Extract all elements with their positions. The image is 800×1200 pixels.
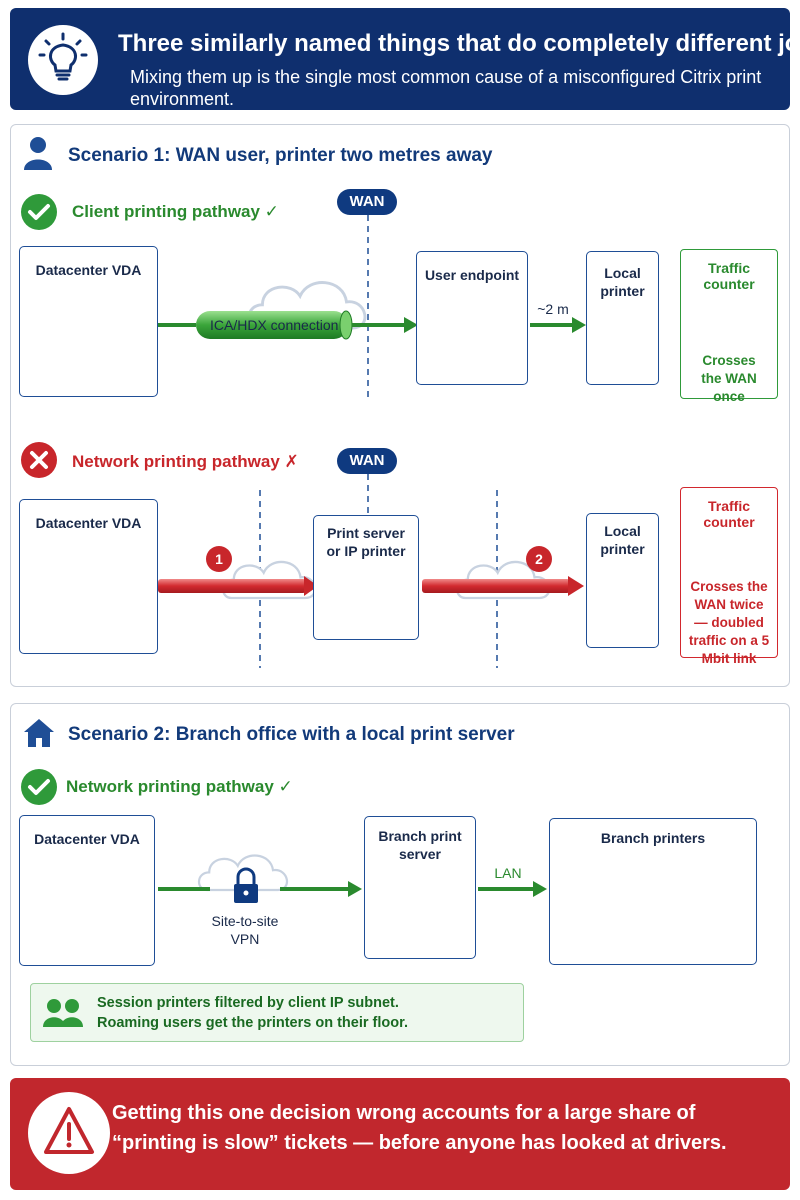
traffic-counter-title: Traffic counter (703, 260, 755, 292)
vpn-label: Site-to-site VPN (211, 913, 279, 947)
scenario1-title: Scenario 1: WAN user, printer two metres… (68, 145, 493, 166)
datacenter-vda-box-2: Datacenter VDA (19, 499, 158, 654)
session-printers-info: Session printers filtered by client IP s… (30, 983, 524, 1042)
header-banner: Three similarly named things that do com… (10, 8, 800, 110)
local-printer-label: Local printer (600, 265, 645, 299)
traffic-counter-desc-2: Crosses the WAN twice — doubled traffic … (688, 579, 770, 666)
branch-printers-box: Branch printers (549, 818, 757, 965)
traffic-counter-bad: Traffic counter Crosses the WAN twice — … (680, 487, 778, 666)
branch-server-label: Branch print server (378, 828, 462, 862)
scenario2-pathway-label: Network printing pathway ✓ (66, 777, 293, 796)
user-icon (24, 136, 52, 170)
ica-hdx-pipe (196, 311, 348, 339)
wan-badge-1: WAN (337, 189, 397, 215)
local-printer-label-2: Local printer (600, 523, 645, 557)
step-badge-2: 2 (526, 546, 552, 572)
lightbulb-icon (28, 25, 98, 95)
traffic-counter-desc: Crosses the WAN once (701, 353, 757, 404)
header-subtitle: Mixing them up is the single most common… (130, 67, 762, 109)
scenario2-title: Scenario 2: Branch office with a local p… (68, 724, 515, 745)
print-server-box: Print server or IP printer (313, 515, 419, 640)
network-pathway-label: Network printing pathway ✗ (72, 452, 299, 471)
lan-label: LAN (494, 865, 522, 881)
x-circle-icon (20, 441, 58, 479)
local-printer-box-2: Local printer (586, 513, 659, 648)
datacenter-vda-box-3: Datacenter VDA (19, 815, 155, 966)
vda-label-2: Datacenter VDA (35, 515, 142, 531)
traffic-counter-ok: Traffic counter Crosses the WAN once (680, 249, 778, 404)
wan-badge-2: WAN (337, 448, 397, 474)
branch-print-server-box: Branch print server (364, 816, 476, 959)
footer-line-1: Getting this one decision wrong accounts… (112, 1102, 696, 1124)
step-badge-1: 1 (206, 546, 232, 572)
user-endpoint-box: User endpoint (416, 251, 528, 385)
endpoint-label: User endpoint (424, 267, 520, 283)
vda-label: Datacenter VDA (35, 262, 142, 278)
distance-label: ~2 m (537, 301, 569, 317)
warning-icon (28, 1092, 110, 1174)
branch-printers-label: Branch printers (600, 830, 706, 846)
client-pathway-label: Client printing pathway ✓ (72, 202, 279, 221)
header-title: Three similarly named things that do com… (118, 30, 800, 57)
vda-label-3: Datacenter VDA (34, 831, 140, 847)
check-circle-icon (20, 193, 58, 231)
check-circle-icon-2 (20, 768, 58, 806)
ica-hdx-label: ICA/HDX connection (210, 317, 339, 333)
print-server-label: Print server or IP printer (326, 525, 406, 559)
users-icon (43, 997, 83, 1029)
local-printer-box: Local printer (586, 251, 659, 385)
padlock-icon (234, 867, 258, 903)
datacenter-vda-box: Datacenter VDA (19, 246, 158, 397)
red-pipe-2 (422, 579, 570, 593)
info-line-1: Session printers filtered by client IP s… (97, 995, 399, 1011)
traffic-counter-title-2: Traffic counter (703, 498, 755, 530)
footer-banner: Getting this one decision wrong accounts… (10, 1078, 790, 1190)
home-icon (22, 716, 56, 750)
red-pipe-1 (158, 579, 306, 593)
footer-line-2: “printing is slow” tickets — before anyo… (112, 1132, 727, 1154)
info-line-2: Roaming users get the printers on their … (97, 1015, 408, 1031)
